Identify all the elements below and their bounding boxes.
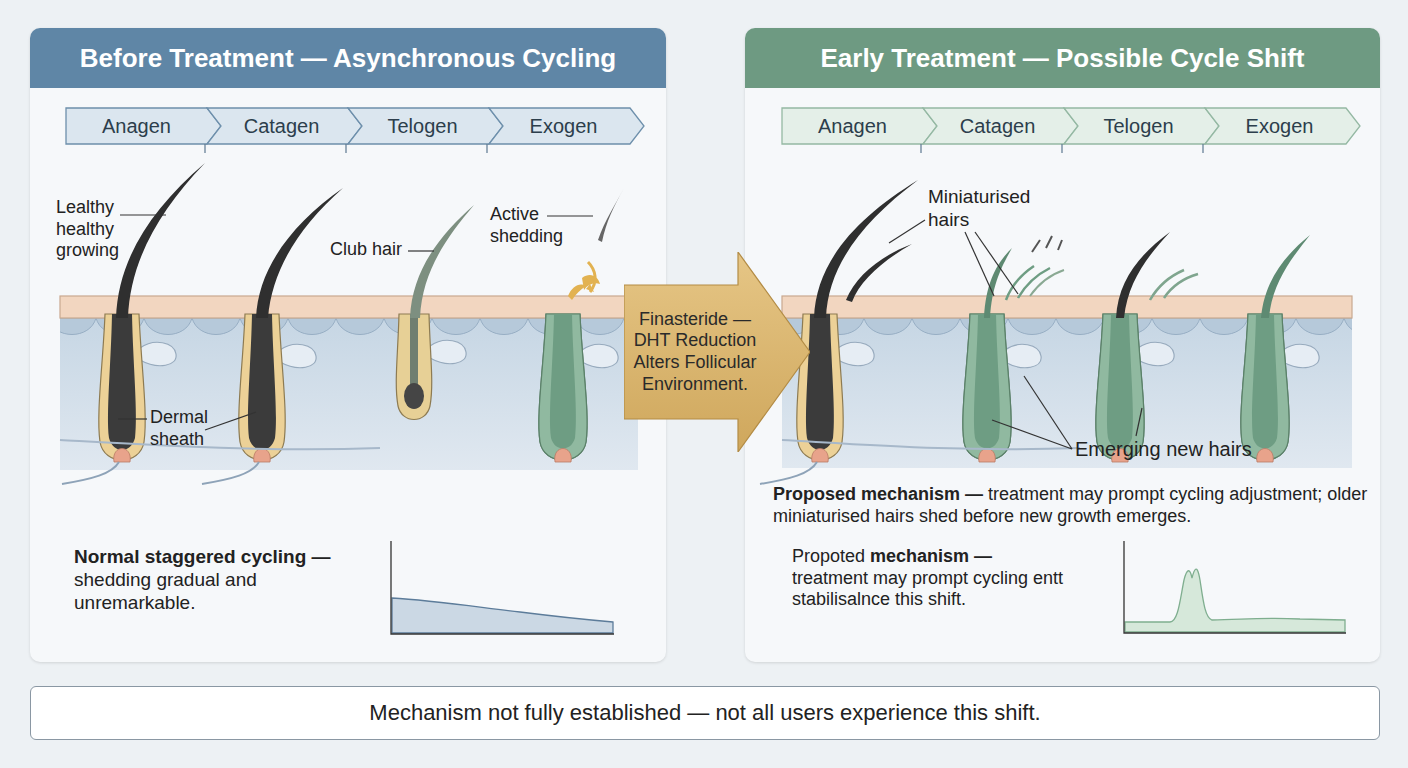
- annotation-label: mechanism —: [870, 546, 992, 566]
- phase-chevron: Catagen: [207, 108, 362, 144]
- note-box: Mechanism not fully established — not al…: [30, 686, 1380, 740]
- label-group: Lealthy healthy growing: [56, 197, 136, 262]
- chevron-outline: [782, 108, 937, 144]
- annotation-label: Active shedding: [490, 204, 563, 246]
- label-group: Emerging new hairs: [1075, 437, 1315, 461]
- arrow-text: Finasteride — DHT Reduction Alters Folli…: [624, 285, 766, 419]
- phase-chevron: Exogen: [489, 108, 644, 144]
- phase-chevron: Exogen: [1205, 108, 1360, 144]
- chevron-outline: [1205, 108, 1360, 144]
- phase-chevron: Anagen: [782, 108, 937, 144]
- note-text: Mechanism not fully established — not al…: [31, 687, 1379, 739]
- phase-name: Telogen: [1072, 108, 1205, 144]
- label-group: Active shedding: [490, 204, 575, 247]
- annotation-label: Emerging new hairs: [1075, 438, 1252, 460]
- label-group: Proposed mechanism — treatment may promp…: [773, 484, 1373, 527]
- treatment-arrow: Finasteride — DHT Reduction Alters Folli…: [624, 252, 810, 452]
- phase-name: Exogen: [1213, 108, 1346, 144]
- annotation-label: Proposed mechanism —: [773, 484, 983, 504]
- phase-chevron: Catagen: [923, 108, 1078, 144]
- chevron-outline: [207, 108, 362, 144]
- phase-name: Anagen: [782, 108, 923, 144]
- label-group: Club hair: [330, 239, 420, 261]
- chevron-outline: [348, 108, 503, 144]
- annotation-label: treatment may prompt cycling entt stabil…: [792, 568, 1112, 611]
- phase-name: Catagen: [215, 108, 348, 144]
- panel-header: Before Treatment — Asynchronous Cycling: [30, 28, 666, 88]
- annotation-label: Miniaturised hairs: [928, 186, 1030, 230]
- phase-chevron: Anagen: [66, 108, 221, 144]
- annotation-label: shedding gradual and unremarkable.: [74, 569, 257, 613]
- panel-header: Early Treatment — Possible Cycle Shift: [745, 28, 1380, 88]
- phase-name: Catagen: [931, 108, 1064, 144]
- phase-name: Anagen: [66, 108, 207, 144]
- stage-panel: Early Treatment — Possible Cycle ShiftAn…: [745, 28, 1380, 662]
- chevron-outline: [489, 108, 644, 144]
- annotation-label: Club hair: [330, 239, 402, 259]
- annotation-label: Dermal sheath: [150, 407, 208, 449]
- chevron-outline: [1064, 108, 1219, 144]
- label-group: Normal staggered cycling — shedding grad…: [74, 546, 359, 614]
- annotation-label: Lealthy healthy growing: [56, 197, 119, 260]
- label-group: Dermal sheath: [150, 407, 220, 450]
- phase-name: Telogen: [356, 108, 489, 144]
- phase-chevron: Telogen: [1064, 108, 1219, 144]
- annotation-label: Normal staggered cycling —: [74, 546, 331, 567]
- chevron-outline: [923, 108, 1078, 144]
- chevron-outline: [66, 108, 221, 144]
- label-group: Propoted mechanism —treatment may prompt…: [792, 546, 1112, 611]
- label-group: Miniaturised hairs: [928, 186, 1058, 232]
- phase-chevron: Telogen: [348, 108, 503, 144]
- annotation-label: Propoted: [792, 546, 865, 566]
- phase-name: Exogen: [497, 108, 630, 144]
